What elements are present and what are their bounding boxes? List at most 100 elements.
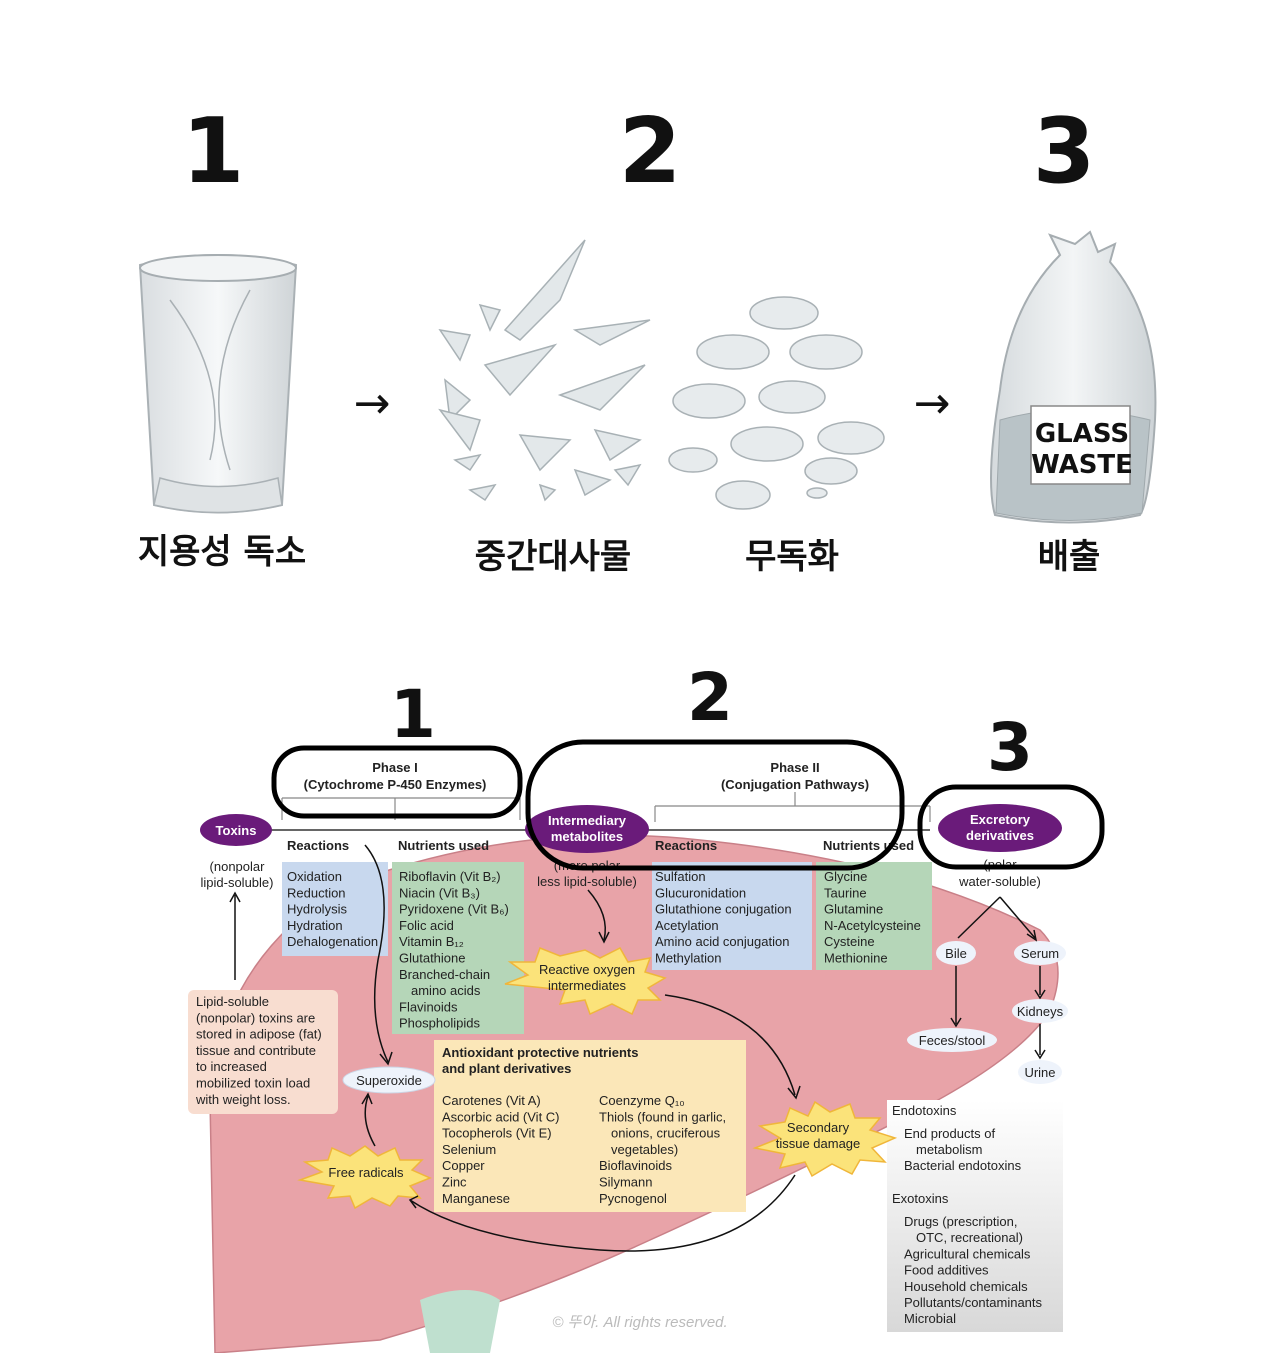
phase2-reactions-box [652, 862, 812, 970]
phase1-reaction-2: Reduction [287, 885, 346, 900]
intact-glass-icon [138, 254, 298, 514]
antioxidant-col1-item-6: Zinc [442, 1175, 467, 1190]
excretion-highlight-ring [917, 784, 1105, 870]
copyright-text: © 뚜아. All rights reserved. [552, 1314, 727, 1331]
phase1-nutrient-9: Flavinoids [399, 999, 458, 1014]
kidneys-label: Kidneys [1017, 1004, 1064, 1019]
phase2-nutrient-1: Glycine [824, 869, 867, 884]
excretory-label-2: derivatives [966, 828, 1034, 843]
exotoxin-item-7: Microbial [904, 1311, 956, 1326]
label-intermediate-metabolite: 중간대사물 [475, 537, 631, 577]
phase2-reaction-4: Acetylation [655, 918, 719, 933]
phase1-bracket [281, 797, 521, 820]
antioxidant-col2-item-7: Pycnogenol [599, 1191, 667, 1206]
toxins-note-2: lipid-soluble) [201, 875, 274, 890]
phase1-reactions-list: OxidationReductionHydrolysisHydrationDeh… [287, 869, 378, 949]
phase1-reaction-5: Dehalogenation [287, 934, 378, 949]
step-number-3: 3 [1033, 99, 1096, 204]
phase1-nutrient-3: Pyridoxene (Vit B₆) [399, 902, 509, 917]
phase2-title-1: Phase II [770, 760, 819, 775]
excretory-note-2: water-soluble) [958, 874, 1041, 889]
reactive-oxygen-label-2: intermediates [548, 978, 627, 993]
lipid-note-box [188, 990, 338, 1114]
phase2-reaction-3: Glutathione conjugation [655, 902, 792, 917]
reactive-oxygen-label-1: Reactive oxygen [539, 962, 635, 977]
antioxidant-header-1: Antioxidant protective nutrients [442, 1045, 638, 1060]
antioxidant-col1-item-2: Ascorbic acid (Vit C) [442, 1109, 560, 1124]
step-number-2: 2 [619, 99, 682, 204]
phase2-reaction-1: Sulfation [655, 869, 706, 884]
antioxidant-col2-item-3: onions, cruciferous [611, 1126, 721, 1141]
reactive-oxygen-burst [504, 947, 667, 1016]
antioxidant-header-2: and plant derivatives [442, 1061, 571, 1076]
endotoxin-item-2: metabolism [916, 1142, 982, 1157]
antioxidant-col2-item-5: Bioflavinoids [599, 1158, 672, 1173]
lipid-note-line-6: mobilized toxin load [196, 1076, 310, 1091]
phase2-reaction-6: Methylation [655, 951, 721, 966]
diagram-number-2: 2 [687, 659, 733, 736]
feces-label: Feces/stool [919, 1033, 986, 1048]
flow-arrows [229, 844, 1046, 1252]
phase1-reactions-box [282, 862, 388, 956]
bile-ellipse [936, 941, 976, 965]
lipid-note-line-2: (nonpolar) toxins are [196, 1010, 315, 1025]
exotoxins-list: Drugs (prescription,OTC, recreational)Ag… [904, 1214, 1043, 1326]
lipid-note-line-4: tissue and contribute [196, 1043, 316, 1058]
phase2-nutrients-list: GlycineTaurineGlutamineN-AcetylcysteineC… [824, 869, 921, 966]
serum-ellipse [1014, 941, 1066, 965]
phase2-title-2: (Conjugation Pathways) [721, 777, 869, 792]
phase1-nutrients-list: Riboflavin (Vit B₂)Niacin (Vit B₃)Pyrido… [399, 869, 509, 1031]
exotoxin-item-1: Drugs (prescription, [904, 1214, 1017, 1229]
phase1-reaction-4: Hydration [287, 918, 343, 933]
lipid-note-line-7: with weight loss. [195, 1092, 291, 1107]
phase1-title-1: Phase I [372, 760, 418, 775]
phase1-nutrient-10: Phospholipids [399, 1016, 480, 1031]
antioxidant-col1-item-7: Manganese [442, 1191, 510, 1206]
arrow-right-icon-1: → [354, 378, 391, 429]
endotoxin-item-3: Bacterial endotoxins [904, 1158, 1022, 1173]
toxins-ellipse [200, 814, 272, 846]
exotoxin-item-2: OTC, recreational) [916, 1230, 1023, 1245]
exotoxin-item-3: Agricultural chemicals [904, 1246, 1031, 1261]
intermediary-note-2: less lipid-soluble) [537, 874, 637, 889]
exotoxin-item-6: Pollutants/contaminants [904, 1295, 1043, 1310]
step-number-1: 1 [182, 99, 245, 204]
bag-label-line1: GLASS [1035, 419, 1129, 449]
antioxidant-col1-list: Carotenes (Vit A)Ascorbic acid (Vit C)To… [442, 1093, 560, 1206]
phase2-nutrients-box [816, 862, 932, 970]
exotoxin-item-5: Household chemicals [904, 1279, 1028, 1294]
antioxidant-col2-item-1: Coenzyme Q₁₀ [599, 1093, 685, 1108]
toxins-note-1: (nonpolar [210, 859, 266, 874]
phase1-nutrients-header: Nutrients used [398, 838, 489, 853]
phase1-nutrient-6: Glutathione [399, 951, 466, 966]
lipid-note-line-1: Lipid-soluble [196, 994, 269, 1009]
phase2-nutrient-6: Methionine [824, 951, 888, 966]
label-excretion: 배출 [1038, 537, 1101, 577]
antioxidant-col1-item-4: Selenium [442, 1142, 496, 1157]
superoxide-ellipse [342, 1066, 436, 1094]
secondary-damage-burst [752, 1100, 898, 1178]
phase2-reaction-5: Amino acid conjugation [655, 934, 789, 949]
diagram-number-3: 3 [987, 709, 1033, 786]
phase2-reaction-2: Glucuronidation [655, 885, 746, 900]
endotoxins-header: Endotoxins [892, 1103, 957, 1118]
antioxidant-box [434, 1040, 746, 1212]
excretory-label-1: Excretory [970, 812, 1031, 827]
phase1-nutrient-7: Branched-chain [399, 967, 490, 982]
superoxide-label: Superoxide [356, 1073, 422, 1088]
intermediary-label-1: Intermediary [548, 813, 627, 828]
phase2-reactions-header: Reactions [655, 838, 717, 853]
glass-discs-icon [668, 296, 885, 510]
antioxidant-col2-item-6: Silymann [599, 1175, 652, 1190]
antioxidant-col2-item-2: Thiols (found in garlic, [599, 1109, 726, 1124]
phase2-nutrient-4: N-Acetylcysteine [824, 918, 921, 933]
intermediary-label-2: metabolites [551, 829, 623, 844]
exotoxin-item-4: Food additives [904, 1263, 989, 1278]
toxins-label: Toxins [216, 823, 257, 838]
serum-label: Serum [1021, 946, 1059, 961]
secondary-damage-label-2: tissue damage [776, 1136, 861, 1151]
antioxidant-col1-item-1: Carotenes (Vit A) [442, 1093, 541, 1108]
